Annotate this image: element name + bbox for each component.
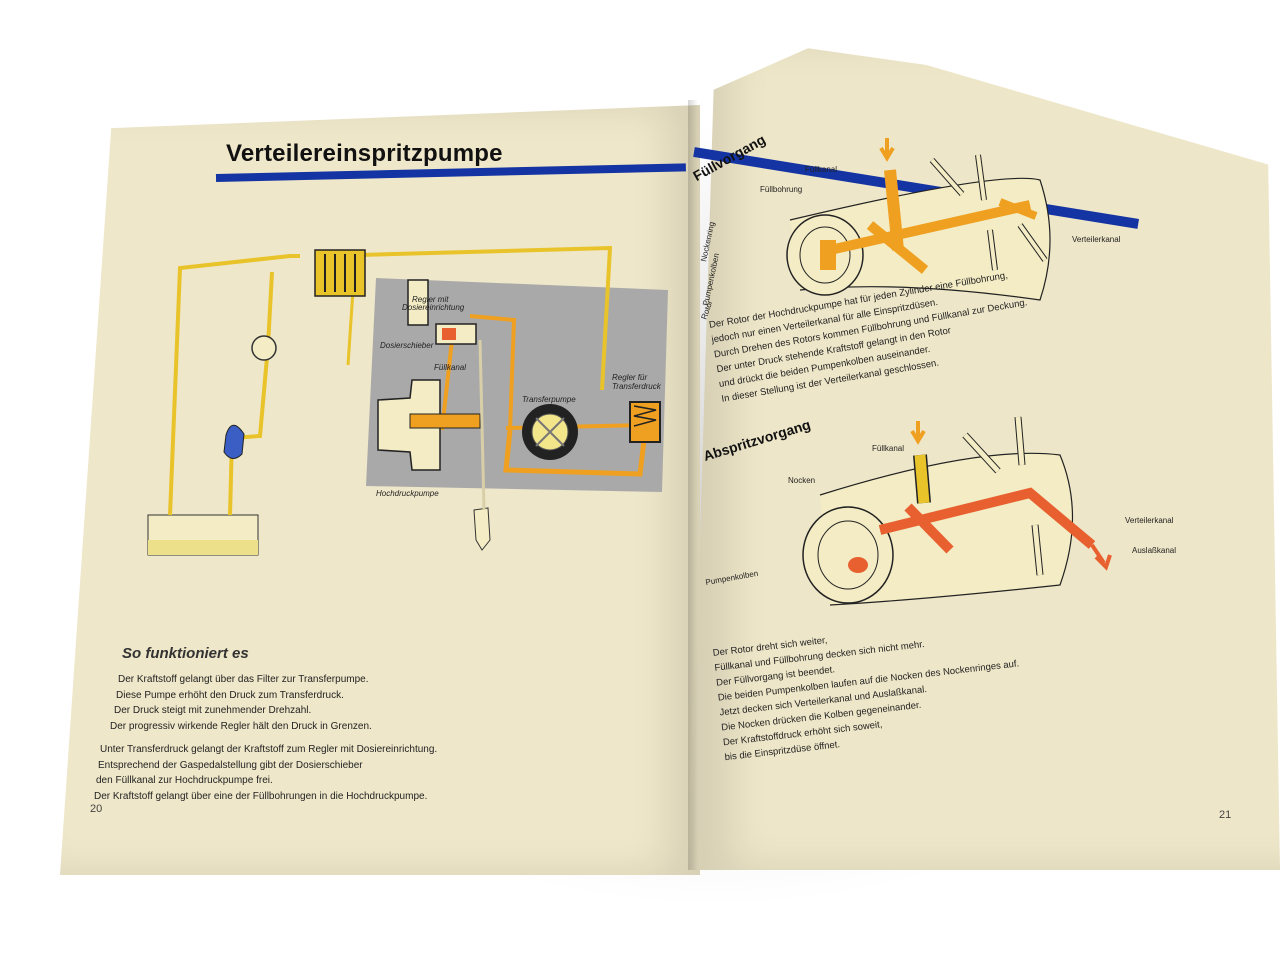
- d2-label-verteilerkanal: Verteilerkanal: [1125, 516, 1174, 525]
- inflow-arrow-2: [910, 421, 926, 445]
- cam-ring-2: [802, 506, 894, 604]
- outflow-arrow: [1090, 543, 1112, 571]
- d2-label-auslasskanal: Auslaßkanal: [1132, 546, 1176, 555]
- label-fuellkanal: Füllkanal: [434, 363, 466, 372]
- paragraph2-line1: Unter Transferdruck gelangt der Kraftsto…: [100, 744, 438, 755]
- paragraph1-line2: Diese Pumpe erhöht den Druck zum Transfe…: [116, 689, 344, 701]
- left-page-title: Verteilereinspritzpumpe: [226, 140, 503, 167]
- fuel-level: [148, 540, 258, 555]
- fuel-system-diagram: Regler mit Dosiereinrichtung Dosierschie…: [140, 220, 700, 560]
- water-separator: [223, 424, 245, 459]
- section-heading: So funktioniert es: [122, 645, 249, 662]
- label-dosierschieber: Dosierschieber: [380, 341, 434, 350]
- paragraph2-line4: Der Kraftstoff gelangt über eine der Fül…: [94, 790, 428, 802]
- label-dosiereinrichtung: Dosiereinrichtung: [402, 303, 465, 312]
- fill-process-svg: Füllkanal Füllbohrung Nockenring Pumpenk…: [699, 138, 1121, 321]
- d2-label-fuellkanal: Füllkanal: [872, 444, 904, 453]
- d1-label-fuellkanal: Füllkanal: [805, 165, 837, 174]
- label-transferdruck: Transferdruck: [612, 382, 662, 391]
- d1-label-fuellbohrung: Füllbohrung: [760, 185, 802, 194]
- label-transferpumpe: Transferpumpe: [522, 395, 576, 404]
- fuel-filter: [314, 249, 366, 297]
- injector: [473, 507, 491, 551]
- book-spine: [688, 100, 698, 870]
- fuel-system-svg: Regler mit Dosiereinrichtung Dosierschie…: [147, 245, 668, 556]
- injection-process-diagram: Füllkanal Nocken Verteilerkanal Auslaßka…: [700, 415, 1260, 635]
- label-hochdruckpumpe: Hochdruckpumpe: [376, 489, 439, 498]
- metering-line: [469, 314, 517, 431]
- fill-channel-2: [914, 454, 930, 504]
- d2-label-pumpenkolben: Pumpenkolben: [705, 569, 759, 587]
- distributor-channel: [878, 487, 1096, 549]
- supply-line: [168, 254, 300, 516]
- filter-line: [228, 271, 274, 516]
- hand-pump: [251, 335, 277, 361]
- paragraph2-line2: Entsprechend der Gaspedalstellung gibt d…: [98, 759, 363, 771]
- label-regler-fuer: Regler für: [612, 373, 647, 382]
- transfer-loop: [503, 429, 648, 477]
- paragraph1-line4: Der progressiv wirkende Regler hält den …: [110, 720, 372, 732]
- page-number-left: 20: [90, 803, 103, 815]
- label-regler-mit: Regler mit: [412, 295, 449, 304]
- paragraph1-line1: Der Kraftstoff gelangt über das Filter z…: [118, 674, 369, 685]
- rotor-channel-1: [828, 200, 1032, 255]
- inflow-arrow-1: [879, 138, 895, 162]
- paragraph2-line3: den Füllkanal zur Hochdruckpumpe frei.: [96, 775, 273, 786]
- governor: [407, 279, 429, 326]
- page-number-right: 21: [1219, 809, 1232, 821]
- paragraph1-line3: Der Druck steigt mit zunehmender Drehzah…: [114, 705, 312, 716]
- d2-label-nocken: Nocken: [788, 476, 815, 485]
- fill-process-diagram: Füllkanal Füllbohrung Nockenring Pumpenk…: [699, 130, 1260, 340]
- high-pressure-pump: [377, 379, 441, 471]
- injection-process-svg: Füllkanal Nocken Verteilerkanal Auslaßka…: [705, 416, 1176, 606]
- return-line: [324, 245, 613, 391]
- d1-label-verteilerkanal: Verteilerkanal: [1072, 235, 1121, 244]
- left-body-text: Der Kraftstoff gelangt über das Filter z…: [94, 672, 590, 804]
